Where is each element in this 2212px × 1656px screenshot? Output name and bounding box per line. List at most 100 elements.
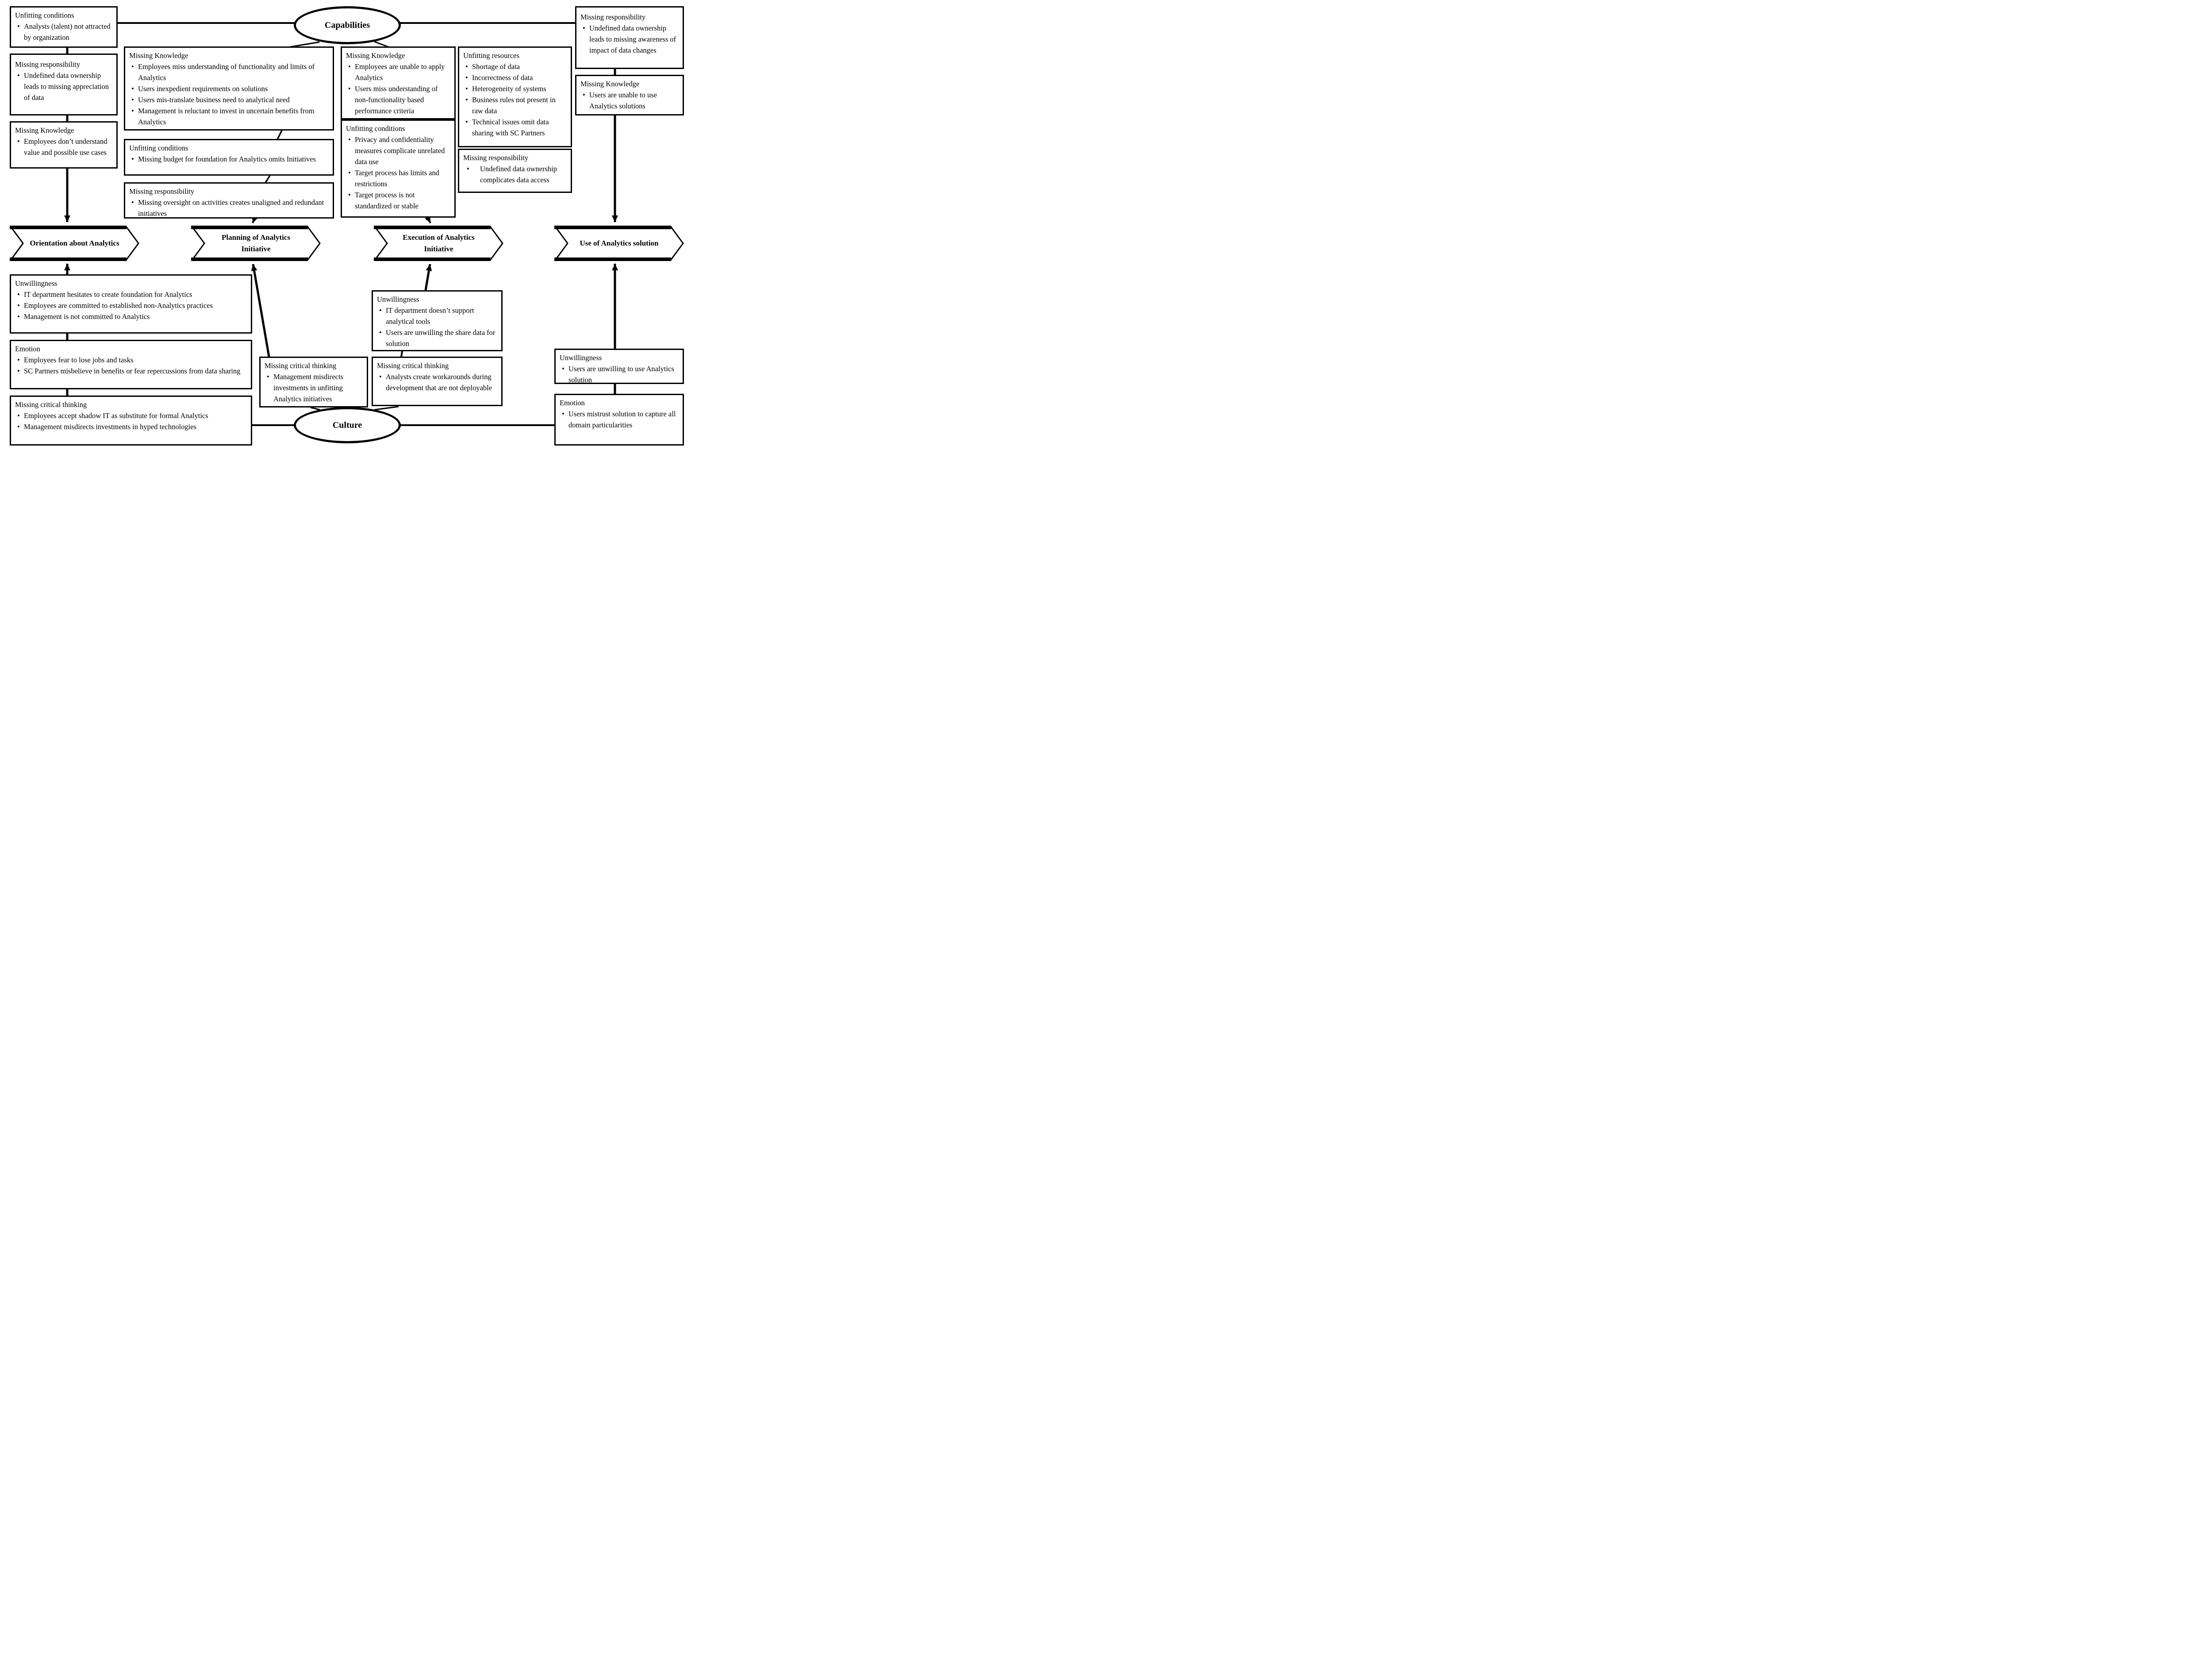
bullet-list: Employees fear to lose jobs and tasks SC… <box>15 354 248 377</box>
box-bullet: IT department hesitates to create founda… <box>15 289 248 300</box>
box-bullet: Heterogeneity of systems <box>463 83 568 94</box>
box-unwillingness-orientation: Unwillingness IT department hesitates to… <box>10 274 252 334</box>
box-bullet: Analysts create workarounds during devel… <box>377 371 499 393</box>
box-bullet: Analysts (talent) not attracted by organ… <box>15 21 114 43</box>
capabilities-ellipse: Capabilities <box>294 6 401 44</box>
process-step-use: Use of Analytics solution <box>554 226 684 261</box>
box-bullet: Privacy and confidentiality measures com… <box>346 134 452 167</box>
process-step-label: Orientation about Analytics <box>30 239 119 247</box>
box-missing-critical-thinking-execution: Missing critical thinking Analysts creat… <box>372 357 503 406</box>
bullet-list: IT department doesn’t support analytical… <box>377 305 499 349</box>
box-title: Missing Knowledge <box>346 51 405 60</box>
box-missing-critical-thinking-planning: Missing critical thinking Management mis… <box>259 357 368 407</box>
box-missing-knowledge-planning: Missing Knowledge Employees miss underst… <box>124 46 334 131</box>
box-bullet: Missing oversight on activities creates … <box>129 197 330 219</box>
box-bullet: Users are unable to use Analytics soluti… <box>580 89 680 111</box>
box-bullet: Management is reluctant to invest in unc… <box>129 105 330 127</box>
box-title: Emotion <box>15 345 40 353</box>
box-bullet: Shortage of data <box>463 61 568 72</box>
bullet-list: Users are unwilling to use Analytics sol… <box>560 363 680 385</box>
box-unfitting-conditions-planning: Unfitting conditions Missing budget for … <box>124 139 334 176</box>
box-unfitting-resources-execution: Unfitting resources Shortage of data Inc… <box>458 46 572 147</box>
box-bullet: Target process is not standardized or st… <box>346 189 452 211</box>
box-bullet: IT department doesn’t support analytical… <box>377 305 499 327</box>
box-title: Missing Knowledge <box>15 126 74 134</box>
box-title: Emotion <box>560 399 585 407</box>
bullet-list: Missing oversight on activities creates … <box>129 197 330 219</box>
chevron-shape <box>191 226 321 261</box>
box-emotion-orientation: Emotion Employees fear to lose jobs and … <box>10 340 252 389</box>
box-title: Missing critical thinking <box>15 400 87 409</box>
box-bullet: Management misdirects investments in unf… <box>265 371 364 404</box>
culture-ellipse: Culture <box>294 407 401 443</box>
bullet-list: Shortage of data Incorrectness of data H… <box>463 61 568 138</box>
box-bullet: Users are unwilling the share data for s… <box>377 327 499 349</box>
bullet-list: Missing budget for foundation for Analyt… <box>129 154 330 165</box>
box-bullet: Target process has limits and restrictio… <box>346 167 452 189</box>
box-bullet: Employees don’t understand value and pos… <box>15 136 114 158</box>
box-bullet: Users mistrust solution to capture all d… <box>560 408 680 430</box>
box-title: Unfitting conditions <box>15 11 74 19</box>
box-bullet: Management misdirects investments in hyp… <box>15 421 248 432</box>
box-missing-responsibility-execution: Missing responsibility Undefined data ow… <box>458 149 572 193</box>
bullet-list: Employees miss understanding of function… <box>129 61 330 127</box>
process-step-execution: Execution of Analytics Initiative <box>374 226 503 261</box>
box-title: Missing Knowledge <box>580 80 640 88</box>
box-emotion-use: Emotion Users mistrust solution to captu… <box>554 394 684 446</box>
diagram-canvas: Capabilities Culture Unfitting condition… <box>0 0 694 449</box>
box-title: Unfitting conditions <box>129 144 188 152</box>
box-unfitting-conditions-execution: Unfitting conditions Privacy and confide… <box>341 119 456 218</box>
box-bullet: Missing budget for foundation for Analyt… <box>129 154 330 165</box>
bullet-list: Users are unable to use Analytics soluti… <box>580 89 680 111</box>
box-missing-knowledge-orientation: Missing Knowledge Employees don’t unders… <box>10 121 118 169</box>
box-bullet: Users are unwilling to use Analytics sol… <box>560 363 680 385</box>
box-title: Missing responsibility <box>580 13 646 21</box>
box-missing-responsibility-use: Missing responsibility Undefined data ow… <box>575 6 684 69</box>
bullet-list: IT department hesitates to create founda… <box>15 289 248 322</box>
bullet-list: Employees are unable to apply Analytics … <box>346 61 452 116</box>
bullet-list: Undefined data ownership complicates dat… <box>463 163 568 185</box>
box-title: Missing Knowledge <box>129 51 188 60</box>
box-unwillingness-use: Unwillingness Users are unwilling to use… <box>554 349 684 384</box>
capabilities-label: Capabilities <box>324 20 370 30</box>
box-title: Missing critical thinking <box>377 361 449 370</box>
box-title: Unwillingness <box>560 353 602 362</box>
box-bullet: Management is not committed to Analytics <box>15 311 248 322</box>
box-title: Missing responsibility <box>129 187 195 196</box>
box-bullet: Employees are committed to established n… <box>15 300 248 311</box>
chevron-shape <box>374 226 503 261</box>
box-bullet: Undefined data ownership leads to missin… <box>15 70 114 103</box>
process-step-label: Use of Analytics solution <box>580 239 659 247</box>
box-bullet: Users mis-translate business need to ana… <box>129 94 330 105</box>
bullet-list: Analysts create workarounds during devel… <box>377 371 499 393</box>
box-bullet: Employees miss understanding of function… <box>129 61 330 83</box>
box-missing-responsibility-planning: Missing responsibility Missing oversight… <box>124 182 334 219</box>
box-bullet: Users inexpedient requirements on soluti… <box>129 83 330 94</box>
process-step-orientation: Orientation about Analytics <box>10 226 139 261</box>
box-title: Missing critical thinking <box>265 361 337 370</box>
box-title: Unfitting conditions <box>346 124 405 133</box>
box-bullet: Employees are unable to apply Analytics <box>346 61 452 83</box>
process-step-label: Planning of Analytics Initiative <box>222 233 290 253</box>
bullet-list: Users mistrust solution to capture all d… <box>560 408 680 430</box>
box-title: Unwillingness <box>377 295 419 304</box>
connector-lines <box>64 22 618 426</box>
box-unwillingness-execution: Unwillingness IT department doesn’t supp… <box>372 290 503 351</box>
bullet-list: Analysts (talent) not attracted by organ… <box>15 21 114 43</box>
box-bullet: Incorrectness of data <box>463 72 568 83</box>
process-step-label: Execution of Analytics Initiative <box>403 233 475 253</box>
box-bullet: Users miss understanding of non-function… <box>346 83 452 116</box>
box-bullet: SC Partners misbelieve in benefits or fe… <box>15 365 248 377</box>
box-title: Missing responsibility <box>15 60 81 69</box>
box-title: Unwillingness <box>15 279 58 288</box>
bullet-list: Management misdirects investments in unf… <box>265 371 364 404</box>
culture-label: Culture <box>332 420 362 430</box>
box-unfitting-conditions-orientation: Unfitting conditions Analysts (talent) n… <box>10 6 118 48</box>
chevron-shape <box>554 226 684 261</box>
box-bullet: Employees fear to lose jobs and tasks <box>15 354 248 365</box>
box-bullet: Technical issues omit data sharing with … <box>463 116 568 138</box>
bullet-list: Undefined data ownership leads to missin… <box>580 23 680 56</box>
bullet-list: Undefined data ownership leads to missin… <box>15 70 114 103</box>
box-missing-critical-thinking-orientation: Missing critical thinking Employees acce… <box>10 396 252 446</box>
box-missing-responsibility-orientation: Missing responsibility Undefined data ow… <box>10 54 118 115</box>
